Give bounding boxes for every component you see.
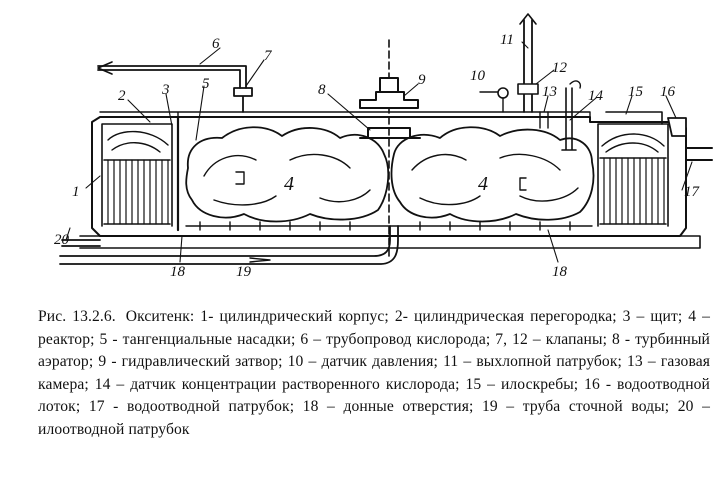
label-10: 10 [470,68,486,84]
pressure-sensor-lead [479,91,504,113]
label-7: 7 [264,48,273,64]
label-1: 1 [72,184,80,200]
sludge-scraper [605,111,663,125]
label-14: 14 [588,88,604,104]
valve-12 [517,83,539,95]
label-16: 16 [660,84,676,100]
label-5: 5 [202,76,210,92]
label-8: 8 [318,82,326,98]
label-4-left: 4 [284,173,294,195]
wastewater-pipe [59,225,399,265]
reactor-flow-left [185,126,390,223]
label-18-left: 18 [170,264,186,280]
label-2: 2 [118,88,126,104]
label-13: 13 [542,84,557,100]
figure-caption: Рис. 13.2.6. Окситенк: 1- цилиндрический… [38,306,710,441]
do-sensor-coil [569,80,582,89]
do-sensor [561,87,577,151]
turbine-aerator [359,127,421,139]
right-partition [597,123,669,227]
right-hatched-zone [599,133,667,225]
gas-chamber [539,111,549,129]
pressure-sensor [497,87,509,99]
oxygen-pipeline [97,65,247,89]
tank-roof [99,111,591,118]
label-17: 17 [684,184,701,200]
diagram-canvas: 1 2 3 4 4 5 6 7 8 9 10 11 12 13 14 15 16… [54,13,713,280]
left-hatched-zone [103,130,171,225]
label-19: 19 [236,264,252,280]
exhaust-arrow [519,13,537,25]
oxitenk-diagram: 1 2 3 4 4 5 6 7 8 9 10 11 12 13 14 15 16… [54,13,713,280]
wastewater-arrow [249,257,271,263]
left-partition [101,123,173,227]
label-12: 12 [552,60,568,76]
label-4-right: 4 [478,173,488,195]
label-11: 11 [500,32,514,48]
label-6: 6 [212,36,220,52]
label-9: 9 [418,72,426,88]
label-18-right: 18 [552,264,568,280]
label-15: 15 [628,84,644,100]
reactor-flow-right [390,126,595,223]
label-20: 20 [54,232,70,248]
exhaust-pipe [523,19,533,113]
figure-number: Рис. 13.2.6. [38,308,116,325]
caption-text: Окситенк: 1- цилиндрический корпус; 2- ц… [38,308,710,438]
leader-lines [65,41,693,263]
valve-7 [233,87,253,113]
drain-tray [667,117,687,137]
label-3: 3 [161,82,170,98]
drain-pipe [685,147,713,161]
bottom-openings [185,221,593,231]
sludge-outlet [61,239,101,247]
hydraulic-seal [359,77,419,109]
oxygen-arrow [97,61,113,75]
